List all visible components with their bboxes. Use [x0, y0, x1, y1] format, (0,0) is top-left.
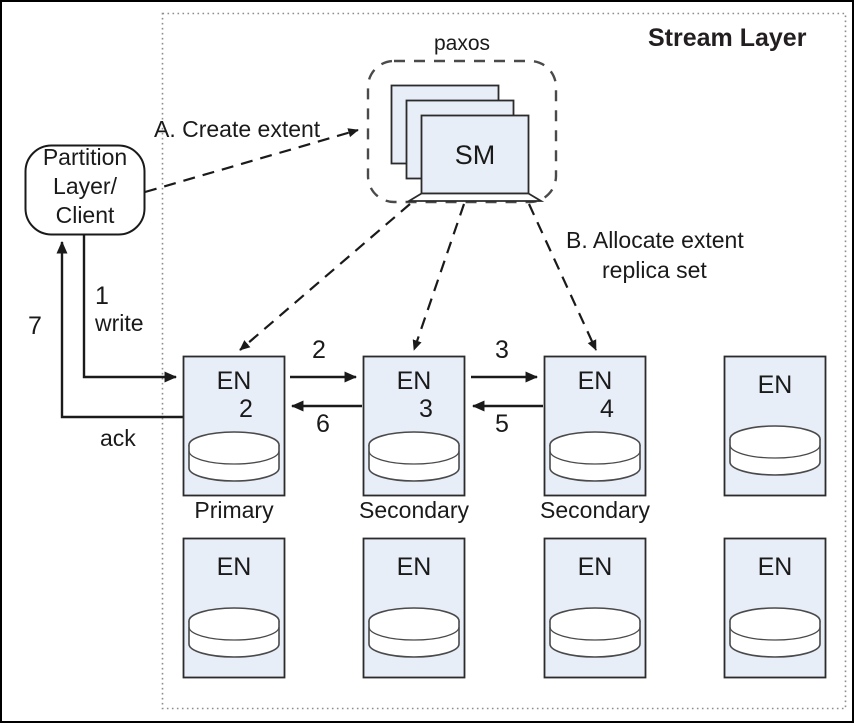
client-label-line1: Partition — [42, 144, 128, 170]
extent-node-spare-b4[interactable] — [723, 537, 827, 679]
partition-layer-client-box[interactable] — [24, 144, 146, 236]
paxos-label: paxos — [433, 32, 491, 55]
extent-node-label: EN — [757, 553, 793, 581]
extent-node-spare-top[interactable] — [723, 355, 827, 497]
label-step-2: 2 — [312, 336, 326, 364]
disk-cylinder-icon — [729, 425, 821, 476]
extent-node-spare-b1[interactable] — [182, 537, 286, 679]
label-ack-text: ack — [100, 425, 136, 451]
extent-node-secondary-1[interactable] — [362, 355, 466, 497]
client-label-line3: Client — [55, 202, 115, 228]
sm-card-front[interactable] — [405, 114, 545, 202]
role-label-primary: Primary — [194, 497, 274, 523]
disk-cylinder-icon — [188, 607, 280, 658]
paxos-boundary — [366, 59, 558, 204]
extent-node-label: EN — [216, 553, 252, 581]
append-step-secondary-2: 4 — [600, 395, 614, 423]
label-create-extent: A. Create extent — [154, 116, 321, 142]
arrow-allocate-secondary-2 — [528, 203, 597, 351]
label-write-text: write — [95, 310, 144, 336]
disk-cylinder-icon — [549, 431, 641, 482]
label-write-number: 1 — [95, 282, 109, 310]
extent-node-spare-b2[interactable] — [362, 537, 466, 679]
label-step-6: 6 — [316, 410, 330, 438]
arrow-ack — [56, 241, 183, 419]
extent-node-primary[interactable] — [182, 355, 286, 497]
extent-node-label: EN — [577, 553, 613, 581]
stream-layer-boundary — [161, 12, 847, 710]
role-label-secondary-2: Secondary — [540, 497, 650, 523]
arrow-create-extent — [144, 128, 359, 194]
label-step-3: 3 — [495, 336, 509, 364]
label-ack-number: 7 — [28, 312, 42, 340]
stream-layer-title: Stream Layer — [648, 24, 807, 52]
arrow-write — [82, 235, 177, 383]
sm-label: SM — [454, 140, 496, 170]
label-allocate-line2: replica set — [602, 257, 707, 283]
label-allocate-line1: B. Allocate extent — [566, 227, 744, 253]
role-label-secondary-1: Secondary — [359, 497, 469, 523]
append-step-secondary-1: 3 — [419, 395, 433, 423]
arrow-allocate-secondary-1 — [412, 203, 466, 351]
append-step-primary: 2 — [239, 395, 253, 423]
extent-node-label: EN — [396, 367, 432, 395]
client-label-line2: Layer/ — [53, 173, 117, 199]
extent-node-label: EN — [757, 371, 793, 399]
extent-node-label: EN — [216, 367, 252, 395]
disk-cylinder-icon — [549, 607, 641, 658]
extent-node-label: EN — [396, 553, 432, 581]
arrow-allocate-primary — [239, 203, 411, 351]
extent-node-secondary-2[interactable] — [543, 355, 647, 497]
disk-cylinder-icon — [188, 431, 280, 482]
extent-node-spare-b3[interactable] — [543, 537, 647, 679]
extent-node-label: EN — [577, 367, 613, 395]
disk-cylinder-icon — [368, 431, 460, 482]
disk-cylinder-icon — [368, 607, 460, 658]
disk-cylinder-icon — [729, 607, 821, 658]
label-step-5: 5 — [495, 410, 509, 438]
